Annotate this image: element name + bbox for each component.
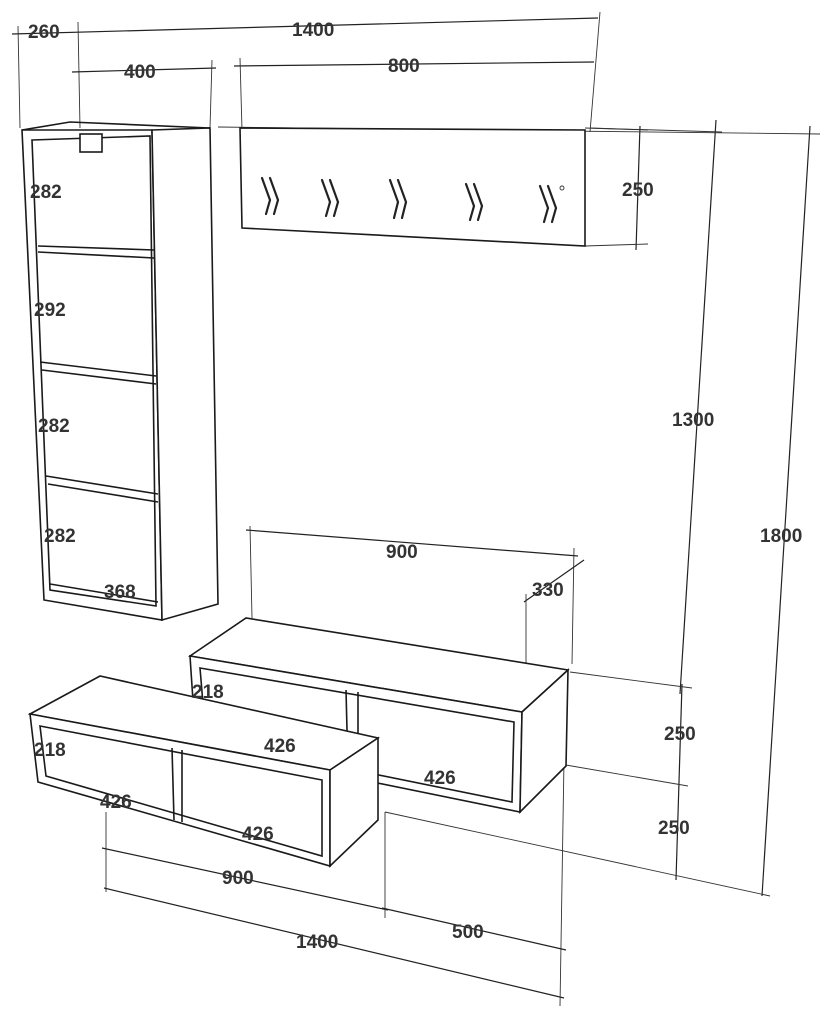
label-hanger-width: 800 (388, 56, 420, 77)
coat-hanger-panel (239, 127, 586, 247)
label-total-height: 1800 (760, 526, 802, 547)
label-bottom-total-width: 1400 (296, 932, 338, 953)
label-shelf-gap-1: 282 (30, 182, 62, 203)
dimension-labels: 260 1400 400 800 250 282 292 282 282 368… (28, 20, 802, 953)
label-lower-right-inner: 426 (242, 824, 274, 845)
label-top-total-width: 1400 (292, 20, 334, 41)
label-offset-500: 500 (452, 922, 484, 943)
label-upper-cabinet-width: 900 (386, 542, 418, 563)
label-upper-left-inner: 426 (264, 736, 296, 757)
label-cabinet-offset-2: 250 (658, 818, 690, 839)
label-hanger-height: 250 (622, 180, 654, 201)
label-height-to-hanger: 1300 (672, 410, 714, 431)
label-upper-right-inner: 426 (424, 768, 456, 789)
label-lower-left-inner: 426 (100, 792, 132, 813)
label-shelf-gap-3: 282 (38, 416, 70, 437)
lower-cabinet (27, 675, 381, 868)
label-lower-cabinet-height: 218 (34, 740, 66, 761)
hooks (260, 176, 558, 224)
label-cabinet-depth: 330 (532, 580, 564, 601)
label-shelf-gap-4: 282 (44, 526, 76, 547)
dimension-lines (11, 11, 821, 1007)
label-shelf-width: 400 (124, 62, 156, 83)
label-shelf-gap-2: 292 (34, 300, 66, 321)
label-upper-cabinet-height: 218 (192, 682, 224, 703)
label-cabinet-offset-1: 250 (664, 724, 696, 745)
label-top-depth: 260 (28, 22, 60, 43)
label-lower-cabinet-width: 900 (222, 868, 254, 889)
bookshelf (21, 121, 219, 622)
label-shelf-inner-width: 368 (104, 582, 136, 603)
